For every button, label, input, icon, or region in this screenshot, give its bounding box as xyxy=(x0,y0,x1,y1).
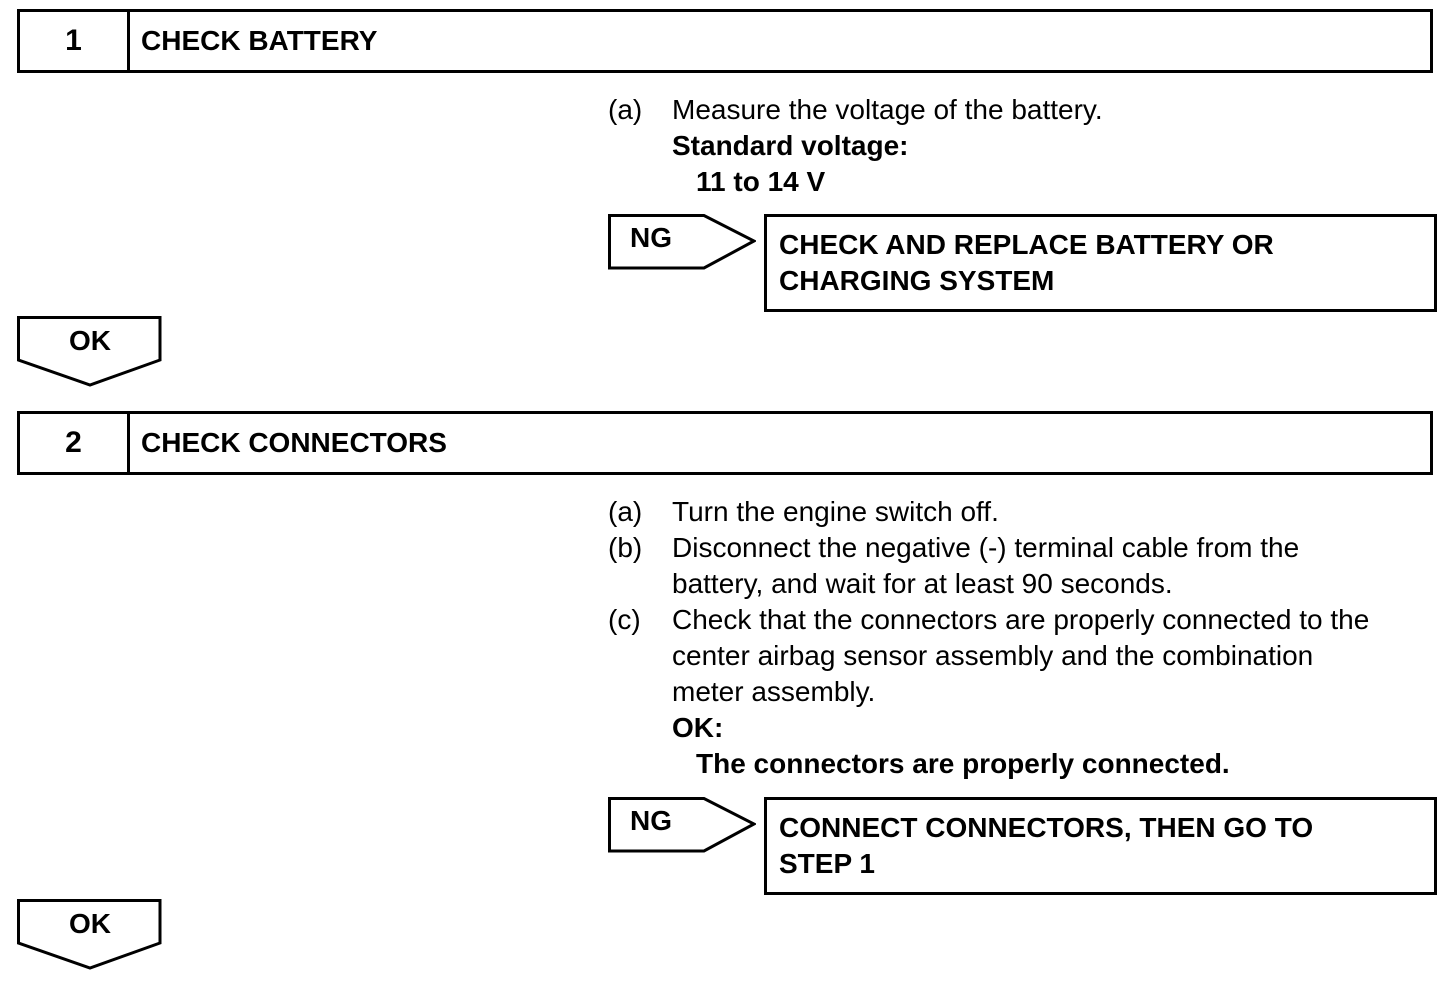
ok-arrow-down-icon xyxy=(17,899,162,970)
step-1-ng-tag: NG xyxy=(608,214,756,270)
instruction-text: battery, and wait for at least 90 second… xyxy=(672,568,1173,599)
ok-arrow-down-icon xyxy=(17,316,162,387)
step-2-ng-tag: NG xyxy=(608,797,756,853)
ok-label: OK xyxy=(69,908,111,939)
ng-result-line: STEP 1 xyxy=(779,848,875,879)
instruction-text: center airbag sensor assembly and the co… xyxy=(672,640,1314,671)
instruction-label: (c) xyxy=(608,604,641,635)
ng-result-line: CHECK AND REPLACE BATTERY OR xyxy=(779,229,1274,260)
step-1-header: 1 CHECK BATTERY xyxy=(17,9,1433,73)
step-2-title: CHECK CONNECTORS xyxy=(141,427,447,458)
ng-label: NG xyxy=(630,222,672,253)
instruction-text: Check that the connectors are properly c… xyxy=(672,604,1370,635)
instruction-label: (b) xyxy=(608,532,643,563)
standard-voltage-heading: Standard voltage: xyxy=(672,130,909,161)
ng-result-line: CHARGING SYSTEM xyxy=(779,265,1055,296)
step-2-ng-result: CONNECT CONNECTORS, THEN GO TO STEP 1 xyxy=(764,797,1437,895)
instruction-label: (a) xyxy=(608,94,643,125)
standard-voltage-value: 11 to 14 V xyxy=(696,166,826,197)
ok-criteria-heading: OK: xyxy=(672,712,724,743)
ng-arrow-icon xyxy=(608,214,756,270)
step-2-header: 2 CHECK CONNECTORS xyxy=(17,411,1433,475)
step-1-number: 1 xyxy=(20,12,130,70)
instruction-text: Measure the voltage of the battery. xyxy=(672,94,1103,125)
ok-criteria-value: The connectors are properly connected. xyxy=(696,748,1230,779)
step-1-ng-result: CHECK AND REPLACE BATTERY OR CHARGING SY… xyxy=(764,214,1437,312)
step-2-ok-tag: OK xyxy=(17,899,163,971)
ng-label: NG xyxy=(630,805,672,836)
instruction-label: (a) xyxy=(608,496,643,527)
instruction-text: meter assembly. xyxy=(672,676,876,707)
ng-result-line: CONNECT CONNECTORS, THEN GO TO xyxy=(779,812,1314,843)
ok-label: OK xyxy=(69,325,111,356)
step-2-number: 2 xyxy=(20,414,130,472)
instruction-text: Disconnect the negative (-) terminal cab… xyxy=(672,532,1300,563)
ng-arrow-icon xyxy=(608,797,756,853)
instruction-text: Turn the engine switch off. xyxy=(672,496,999,527)
step-1-title: CHECK BATTERY xyxy=(141,25,378,56)
step-1-ok-tag: OK xyxy=(17,316,163,388)
